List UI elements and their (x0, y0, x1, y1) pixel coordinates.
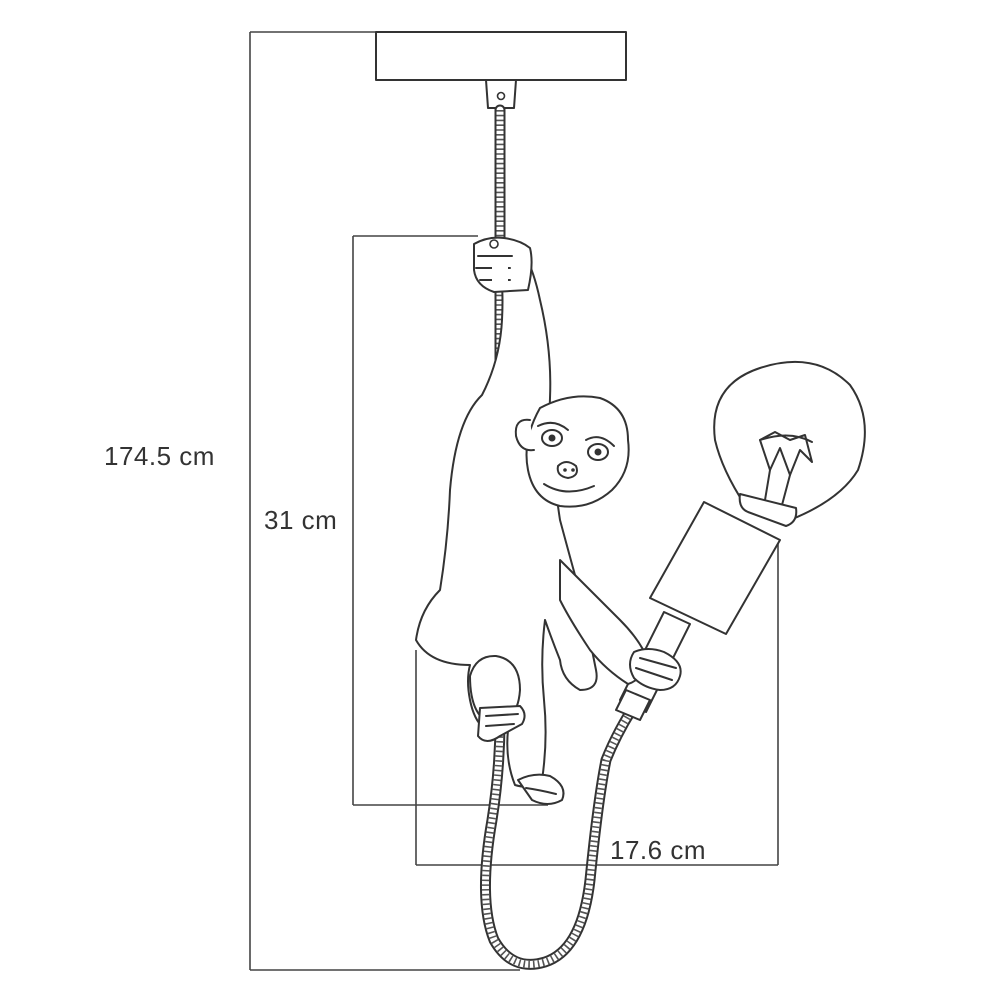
light-bulb (713, 360, 866, 527)
dimension-body-height-line (352, 235, 548, 806)
ceiling-canopy (375, 31, 627, 109)
total-height-label: 174.5 cm (104, 441, 215, 471)
body-height-label: 31 cm (262, 505, 340, 535)
lamp-socket (649, 501, 781, 635)
monkey-figure (415, 236, 682, 805)
monkey-head (514, 395, 630, 508)
body-width-label: 17.6 cm (610, 835, 706, 865)
lower-cord (480, 279, 644, 970)
dimension-total-height-line (249, 31, 520, 971)
